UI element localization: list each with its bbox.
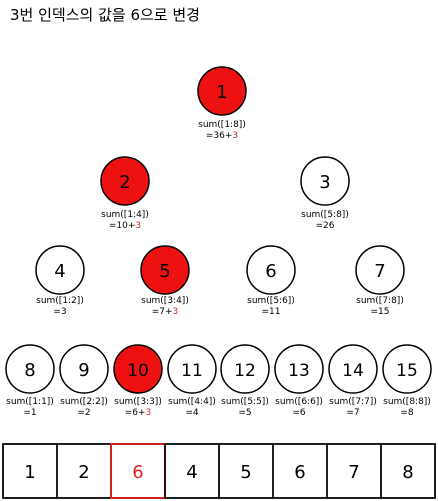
array-cell-8-value: 8 bbox=[402, 462, 413, 483]
array-cell-6-value: 6 bbox=[294, 462, 305, 483]
tree-node-7-number: 7 bbox=[374, 261, 385, 282]
tree-node-14-circle bbox=[328, 344, 378, 394]
tree-node-15-number: 15 bbox=[396, 361, 418, 381]
tree-node-6-number: 6 bbox=[265, 261, 276, 282]
tree-node-4-circle bbox=[35, 245, 85, 295]
tree-node-9-circle bbox=[59, 344, 109, 394]
tree-node-8-range-label: sum([1:1]) bbox=[6, 397, 54, 407]
tree-node-10-sum-value: =6+3 bbox=[125, 408, 152, 418]
tree-node-11-range-label: sum([4:4]) bbox=[168, 397, 216, 407]
tree-node-15-circle bbox=[382, 344, 432, 394]
tree-node-14-sum-value: =7 bbox=[346, 408, 359, 418]
tree-node-5-delta: 3 bbox=[173, 307, 179, 317]
tree-node-13-sum-value: =6 bbox=[292, 408, 306, 418]
array-cell-2-value: 2 bbox=[78, 462, 89, 483]
tree-node-9-number: 9 bbox=[78, 360, 89, 381]
tree-node-10-circle bbox=[113, 344, 163, 394]
array-cell-4-value: 4 bbox=[186, 462, 197, 483]
tree-node-5-circle bbox=[140, 245, 190, 295]
tree-node-13-range-label: sum([6:6]) bbox=[275, 397, 323, 407]
tree-node-3-range-label: sum([5:8]) bbox=[301, 210, 349, 220]
tree-node-9-range-label: sum([2:2]) bbox=[60, 397, 108, 407]
tree-node-2-range-label: sum([1:4]) bbox=[101, 210, 149, 220]
tree-node-4-range-label: sum([1:2]) bbox=[36, 296, 84, 306]
tree-node-1-circle bbox=[197, 66, 247, 116]
tree-node-12-range-label: sum([5:5]) bbox=[221, 397, 269, 407]
array-cell-1-value: 1 bbox=[24, 462, 35, 483]
tree-node-12-sum-value: =5 bbox=[238, 408, 251, 418]
tree-node-5-sum-value: =7+3 bbox=[152, 307, 179, 317]
tree-node-6-circle bbox=[246, 245, 296, 295]
tree-node-1-delta: 3 bbox=[232, 131, 238, 141]
tree-node-11-sum-value: =4 bbox=[185, 408, 199, 418]
tree-node-5-number: 5 bbox=[159, 261, 170, 282]
tree-node-13-circle bbox=[274, 344, 324, 394]
tree-node-15-range-label: sum([8:8]) bbox=[383, 397, 431, 407]
tree-node-6-range-label: sum([5:6]) bbox=[247, 296, 295, 306]
tree-node-9-sum-value: =2 bbox=[77, 408, 90, 418]
tree-node-4-sum-value: =3 bbox=[53, 307, 66, 317]
tree-node-14-number: 14 bbox=[342, 361, 364, 381]
tree-node-8-circle bbox=[5, 344, 55, 394]
tree-node-10-number: 10 bbox=[127, 361, 149, 381]
tree-node-1-range-label: sum([1:8]) bbox=[198, 120, 246, 130]
page-title: 3번 인덱스의 값을 6으로 변경 bbox=[10, 6, 200, 24]
tree-node-10-delta: 3 bbox=[146, 408, 152, 418]
tree-node-1-number: 1 bbox=[216, 82, 227, 103]
tree-node-6-sum-value: =11 bbox=[262, 307, 281, 317]
array-cell-5-value: 5 bbox=[240, 462, 251, 483]
tree-node-2-delta: 3 bbox=[135, 221, 141, 231]
array-cell-7-value: 7 bbox=[348, 462, 359, 483]
tree-node-15-sum-value: =8 bbox=[400, 408, 414, 418]
tree-node-5-range-label: sum([3:4]) bbox=[141, 296, 189, 306]
tree-node-8-number: 8 bbox=[24, 360, 35, 381]
tree-node-8-sum-value: =1 bbox=[23, 408, 36, 418]
tree-node-7-circle bbox=[355, 245, 405, 295]
tree-node-10-range-label: sum([3:3]) bbox=[114, 397, 162, 407]
tree-node-3-circle bbox=[300, 156, 350, 206]
tree-node-12-number: 12 bbox=[234, 361, 256, 381]
tree-node-11-circle bbox=[167, 344, 217, 394]
tree-node-13-number: 13 bbox=[288, 361, 310, 381]
tree-node-11-number: 11 bbox=[181, 361, 203, 381]
array-cell-3-value: 6 bbox=[132, 462, 143, 483]
tree-node-2-number: 2 bbox=[119, 172, 130, 193]
tree-node-7-sum-value: =15 bbox=[371, 307, 390, 317]
tree-node-12-circle bbox=[220, 344, 270, 394]
tree-node-2-sum-value: =10+3 bbox=[109, 221, 141, 231]
tree-node-1-sum-value: =36+3 bbox=[206, 131, 238, 141]
tree-node-3-number: 3 bbox=[319, 172, 330, 193]
tree-node-3-sum-value: =26 bbox=[316, 221, 335, 231]
tree-node-14-range-label: sum([7:7]) bbox=[329, 397, 377, 407]
tree-node-7-range-label: sum([7:8]) bbox=[356, 296, 404, 306]
tree-node-4-number: 4 bbox=[54, 261, 65, 282]
array-cell-8 bbox=[380, 443, 436, 499]
tree-node-2-circle bbox=[100, 156, 150, 206]
